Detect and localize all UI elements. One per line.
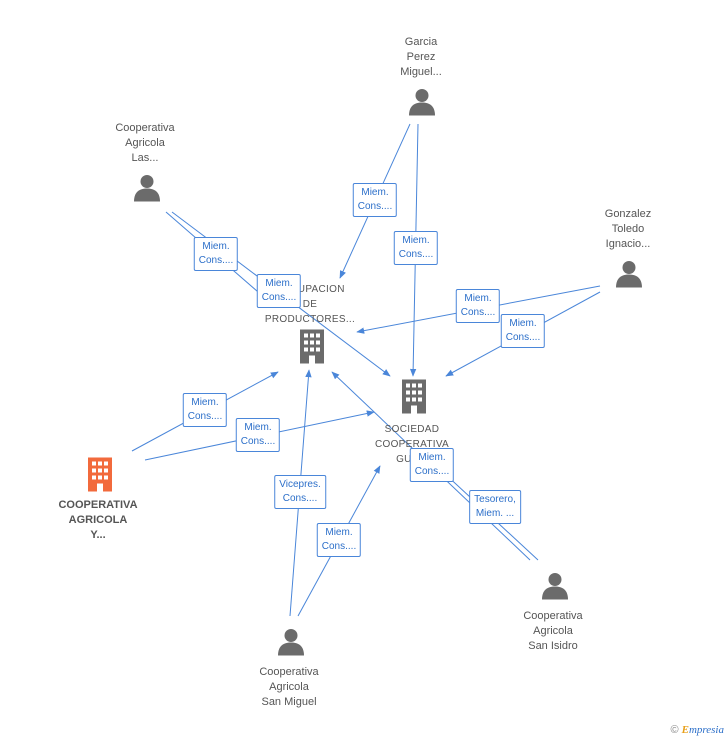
person-icon[interactable] [540, 571, 570, 606]
edge-label[interactable]: Vicepres. Cons.... [274, 475, 326, 509]
person-icon[interactable] [407, 87, 437, 122]
edge-label[interactable]: Tesorero, Miem. ... [469, 490, 521, 524]
building-icon[interactable] [297, 329, 327, 370]
edge-label[interactable]: Miem. Cons.... [393, 231, 439, 265]
building-icon[interactable] [85, 457, 115, 498]
edge-label[interactable]: Miem. Cons.... [455, 289, 501, 323]
edge-label[interactable]: Miem. Cons.... [352, 183, 398, 217]
person-icon[interactable] [614, 259, 644, 294]
node-label-coop-san-isidro[interactable]: Cooperativa Agricola San Isidro [523, 610, 583, 652]
node-label-gonzalez[interactable]: Gonzalez Toledo Ignacio... [604, 208, 652, 250]
edge-label[interactable]: Miem. Cons.... [316, 523, 362, 557]
person-icon[interactable] [132, 173, 162, 208]
person-icon[interactable] [276, 627, 306, 662]
edge-label[interactable]: Miem. Cons.... [182, 393, 228, 427]
edge-label[interactable]: Miem. Cons.... [193, 237, 239, 271]
brand-logo: Empresia [681, 724, 724, 736]
copyright-symbol: © [670, 724, 679, 736]
edge-label[interactable]: Miem. Cons.... [409, 448, 455, 482]
node-label-coop-las[interactable]: Cooperativa Agricola Las... [115, 122, 175, 164]
edge-label[interactable]: Miem. Cons.... [500, 314, 546, 348]
footer-brand: © Empresia [670, 724, 724, 736]
node-label-agrupacion[interactable]: AGRUPACION DE PRODUCTORES... [264, 284, 356, 325]
node-label-garcia[interactable]: Garcia Perez Miguel... [400, 36, 442, 78]
node-label-coop-san-miguel[interactable]: Cooperativa Agricola San Miguel [259, 666, 319, 708]
edge-label[interactable]: Miem. Cons.... [235, 418, 281, 452]
node-label-coop-y[interactable]: COOPERATIVA AGRICOLA Y... [58, 499, 138, 541]
edge-label[interactable]: Miem. Cons.... [256, 274, 302, 308]
building-icon[interactable] [399, 379, 429, 420]
